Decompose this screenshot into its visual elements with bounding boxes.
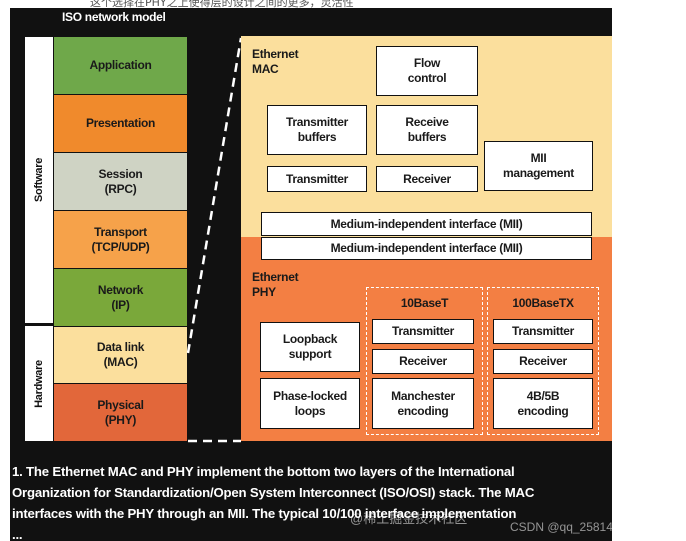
4b5b-encoding-box: 4B/5B encoding	[493, 378, 593, 429]
receive-buffers-box: Receive buffers	[376, 105, 478, 155]
top-strip: 这个选择在PHY之上使得层的设计之间的更多，灵活性	[0, 0, 686, 8]
caption-line-2: Organization for Standardization/Open Sy…	[12, 485, 535, 500]
mii-management-box: MII management	[484, 141, 593, 191]
10baset-group	[366, 287, 483, 435]
mac-label: Ethernet MAC	[252, 47, 299, 76]
100basetx-receiver-box: Receiver	[493, 349, 593, 374]
10baset-transmitter-box: Transmitter	[372, 319, 474, 344]
caption-line-4: ...	[12, 527, 23, 541]
watermark: @稀土掘金技术社区	[350, 511, 468, 526]
caption-line-3: interfaces with the PHY through an MII. …	[12, 506, 517, 521]
top-strip-text: 这个选择在PHY之上使得层的设计之间的更多，灵活性	[90, 0, 354, 8]
phy-mii-box: Medium-independent interface (MII)	[261, 237, 592, 260]
phy-label: Ethernet PHY	[252, 270, 299, 299]
mac-receiver-box: Receiver	[376, 166, 478, 192]
watermark-csdn: CSDN @qq_25814297	[510, 520, 612, 534]
transmitter-buffers-box: Transmitter buffers	[267, 105, 367, 155]
iso-model-title: ISO network model	[62, 10, 166, 24]
layer-application: Application	[54, 37, 187, 95]
flow-control-box: Flow control	[376, 46, 478, 96]
100basetx-title: 100BaseTX	[512, 296, 574, 310]
10baset-receiver-box: Receiver	[372, 349, 474, 374]
layer-presentation: Presentation	[54, 95, 187, 153]
hardware-sidebar: Hardware	[25, 326, 53, 441]
mac-mii-box: Medium-independent interface (MII)	[261, 212, 592, 236]
100basetx-group	[487, 287, 599, 435]
manchester-encoding-box: Manchester encoding	[372, 378, 474, 429]
connector-lines	[186, 37, 243, 443]
figure-caption: 1. The Ethernet MAC and PHY implement th…	[12, 461, 610, 541]
mac-transmitter-box: Transmitter	[267, 166, 367, 192]
software-sidebar: Software	[25, 37, 53, 323]
100basetx-transmitter-box: Transmitter	[493, 319, 593, 344]
layer-network: Network (IP)	[54, 269, 187, 327]
caption-line-1: 1. The Ethernet MAC and PHY implement th…	[12, 464, 515, 479]
figure-frame: ISO network model Software Hardware Appl…	[10, 8, 612, 541]
phase-locked-loops-box: Phase-locked loops	[260, 378, 360, 429]
connector-line-top	[186, 37, 243, 354]
10baset-title: 10BaseT	[400, 296, 449, 310]
loopback-support-box: Loopback support	[260, 322, 360, 372]
layer-physical: Physical (PHY)	[54, 384, 187, 441]
layer-transport: Transport (TCP/UDP)	[54, 211, 187, 269]
layer-data-link: Data link (MAC)	[54, 327, 187, 384]
layer-session: Session (RPC)	[54, 153, 187, 211]
